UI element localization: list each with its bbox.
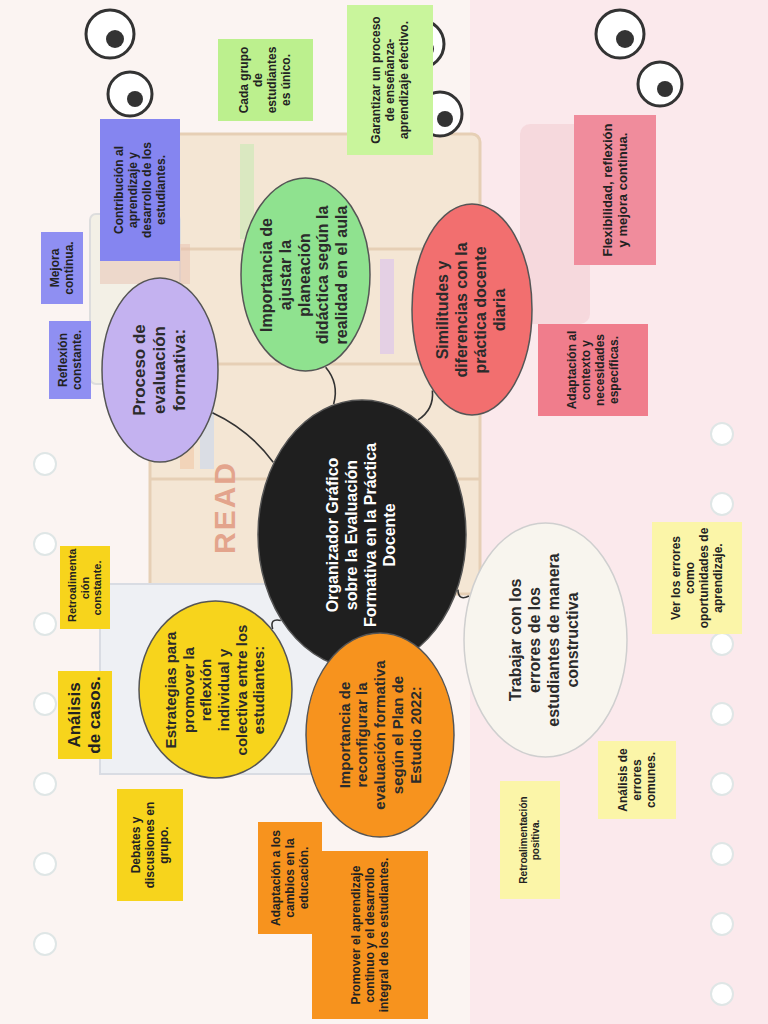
node-text: Importancia de ajustar la planeación did… <box>258 203 352 347</box>
node-text: Organizador Gráfico sobre la Evaluación … <box>324 435 400 635</box>
node-text: Flexibilidad, reflexión y mejora continu… <box>600 120 631 260</box>
sticky-note: Flexibilidad, reflexión y mejora continu… <box>574 115 656 265</box>
node-text: Garantizar un proceso de enseñanza-apren… <box>369 10 411 150</box>
sticky-note: Análisis de errores comunes. <box>598 741 676 819</box>
sticky-note: Retroalimentación positiva. <box>500 781 560 899</box>
connector-line <box>458 590 469 598</box>
sticky-note: Cada grupo de estudiantes es único. <box>218 39 313 121</box>
node-text: Ver los errores como oportunidades de ap… <box>669 527 726 629</box>
node-text: Promover el aprendizaje continuo y el de… <box>349 856 391 1014</box>
node-text: Proceso de evaluación formativa: <box>130 302 190 439</box>
node-text: Adaptación a los cambios en la educación… <box>269 827 311 929</box>
node-text: Trabajar con los errores de los estudian… <box>507 553 583 727</box>
sticky-note: Debates y discusiones en grupo. <box>117 789 183 901</box>
topic-oval: Similitudes y diferencias con la práctic… <box>411 204 533 417</box>
sticky-note: Ver los errores como oportunidades de ap… <box>652 522 742 634</box>
node-text: Adaptación al contexto y necesidades esp… <box>565 329 622 411</box>
node-text: Análisis de errores comunes. <box>616 746 658 814</box>
node-text: Análisis de casos. <box>65 676 105 754</box>
central-topic: Organizador Gráfico sobre la Evaluación … <box>257 400 467 671</box>
topic-oval: Estrategias para promover la reflexión i… <box>138 601 293 780</box>
topic-oval: Importancia de reconfigurar la evaluació… <box>305 632 455 838</box>
node-text: Retroalimentación positiva. <box>518 786 542 894</box>
sticky-note: Reflexión constante. <box>49 321 91 399</box>
node-text: Contribución al aprendizaje y desarrollo… <box>112 124 169 256</box>
node-text: Importancia de reconfigurar la evaluació… <box>336 659 424 811</box>
topic-oval: Trabajar con los errores de los estudian… <box>463 522 628 758</box>
sticky-note: Análisis de casos. <box>58 671 112 759</box>
sticky-note: Adaptación al contexto y necesidades esp… <box>538 324 648 416</box>
node-text: Debates y discusiones en grupo. <box>129 794 171 896</box>
sticky-note: Promover el aprendizaje continuo y el de… <box>312 851 428 1019</box>
node-text: Estrategias para promover la reflexión i… <box>162 624 268 756</box>
node-text: Cada grupo de estudiantes es único. <box>237 44 294 116</box>
connector-line <box>418 391 433 420</box>
node-text: Reflexión constante. <box>56 326 84 394</box>
sticky-note: Garantizar un proceso de enseñanza-apren… <box>347 5 433 155</box>
sticky-note: Contribución al aprendizaje y desarrollo… <box>100 119 180 261</box>
node-text: Retroalimenta ción constante. <box>66 554 105 622</box>
topic-oval: Importancia de ajustar la planeación did… <box>240 178 371 373</box>
connector-line <box>272 620 281 629</box>
connector-line <box>212 413 273 463</box>
node-text: Mejora continua. <box>48 237 76 299</box>
connector-line <box>326 367 336 404</box>
watermark-text: READ <box>208 461 242 554</box>
sticky-note: Retroalimenta ción constante. <box>60 547 110 630</box>
sticky-note: Mejora continua. <box>41 232 83 304</box>
topic-oval: Proceso de evaluación formativa: <box>101 277 219 463</box>
node-text: Similitudes y diferencias con la práctic… <box>434 232 510 389</box>
